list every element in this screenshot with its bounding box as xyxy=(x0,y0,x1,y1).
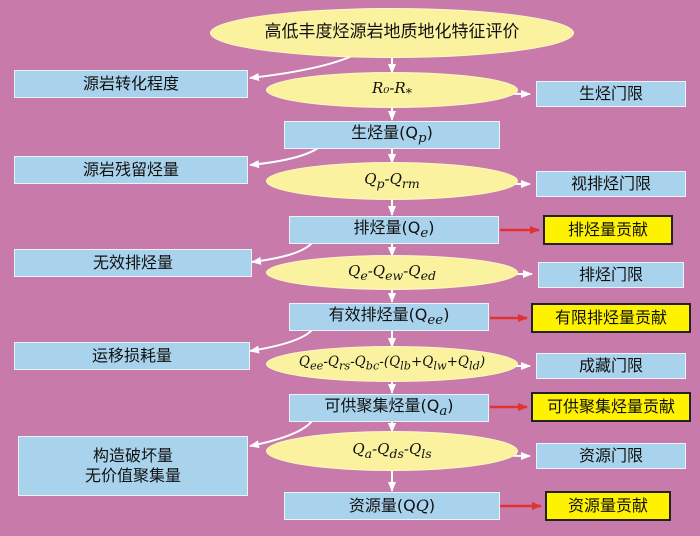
resource-contribution-label: 资源量贡献 xyxy=(567,496,648,515)
title-text: 高低丰度烃源岩地质地化特征评价 xyxy=(264,22,520,43)
generated-hydrocarbon-label: 生烃量(Qp) xyxy=(351,122,433,146)
expelled-hydrocarbon-label: 排烃量(Qe) xyxy=(353,217,435,241)
ineffective-expulsion-box: 无效排烃量 xyxy=(14,249,252,277)
formula-qee-ellipse: Qee-Qrs-Qbc-(Qlb+Qlw+Qld) xyxy=(266,346,518,382)
accumulation-threshold-box: 成藏门限 xyxy=(536,353,686,379)
formula-ro-text: R₀-R* xyxy=(372,79,412,101)
limited-expulsion-contribution-box: 有限排烃量贡献 xyxy=(531,303,691,333)
migration-loss-label: 运移损耗量 xyxy=(91,346,172,365)
formula-qa-text: Qa-Qds-Qls xyxy=(352,440,432,462)
resource-threshold-box: 资源门限 xyxy=(536,443,686,469)
formula-qa-ellipse: Qa-Qds-Qls xyxy=(266,431,518,471)
formula-qp-text: Qp-Qrm xyxy=(364,170,420,192)
conversion-degree-label: 源岩转化程度 xyxy=(82,74,179,93)
apparent-expulsion-threshold-label: 视排烃门限 xyxy=(570,174,651,193)
ineffective-expulsion-label: 无效排烃量 xyxy=(92,253,173,272)
generation-threshold-box: 生烃门限 xyxy=(536,81,686,107)
generated-hydrocarbon-box: 生烃量(Qp) xyxy=(284,121,500,149)
residual-hydrocarbon-label: 源岩残留烃量 xyxy=(82,160,179,179)
destruction-line2: 无价值聚集量 xyxy=(84,466,181,485)
effective-expelled-box: 有效排烃量(Qee) xyxy=(289,303,489,331)
generation-threshold-label: 生烃门限 xyxy=(578,84,643,103)
resource-amount-box: 资源量(QQ) xyxy=(284,492,500,520)
formula-qe-text: Qe-Qew-Qed xyxy=(348,261,436,283)
formula-qee-text: Qee-Qrs-Qbc-(Qlb+Qlw+Qld) xyxy=(298,354,486,373)
left-arrow xyxy=(249,329,313,354)
expelled-contribution-label: 排烃量贡献 xyxy=(567,220,648,239)
limited-expulsion-contribution-label: 有限排烃量贡献 xyxy=(554,308,667,327)
expelled-contribution-box: 排烃量贡献 xyxy=(543,215,673,245)
expulsion-threshold-label: 排烃门限 xyxy=(578,265,643,284)
accumulable-contribution-box: 可供聚集烃量贡献 xyxy=(531,392,691,422)
destruction-line1: 构造破坏量 xyxy=(92,446,173,465)
destruction-box: 构造破坏量 无价值聚集量 xyxy=(18,436,248,496)
left-arrow xyxy=(249,147,319,169)
resource-threshold-label: 资源门限 xyxy=(578,446,643,465)
formula-qe-ellipse: Qe-Qew-Qed xyxy=(266,255,518,290)
apparent-expulsion-threshold-box: 视排烃门限 xyxy=(536,171,686,197)
effective-expelled-label: 有效排烃量(Qee) xyxy=(328,304,450,328)
accumulable-hydrocarbon-label: 可供聚集烃量(Qa) xyxy=(324,395,454,419)
resource-contribution-box: 资源量贡献 xyxy=(545,491,671,521)
expulsion-threshold-box: 排烃门限 xyxy=(538,262,684,288)
left-arrow xyxy=(249,420,313,449)
left-arrow xyxy=(251,242,313,265)
accumulation-threshold-label: 成藏门限 xyxy=(578,356,643,375)
accumulable-contribution-label: 可供聚集烃量贡献 xyxy=(546,397,675,416)
title-ellipse: 高低丰度烃源岩地质地化特征评价 xyxy=(210,8,574,58)
conversion-degree-box: 源岩转化程度 xyxy=(14,70,248,98)
residual-hydrocarbon-box: 源岩残留烃量 xyxy=(14,156,248,184)
accumulable-hydrocarbon-box: 可供聚集烃量(Qa) xyxy=(289,394,489,422)
expelled-hydrocarbon-box: 排烃量(Qe) xyxy=(289,216,499,244)
formula-qp-ellipse: Qp-Qrm xyxy=(266,162,518,200)
resource-amount-label: 资源量(QQ) xyxy=(348,496,436,515)
formula-ro-ellipse: R₀-R* xyxy=(266,72,518,108)
left-arrow xyxy=(249,55,353,81)
migration-loss-box: 运移损耗量 xyxy=(14,342,250,370)
